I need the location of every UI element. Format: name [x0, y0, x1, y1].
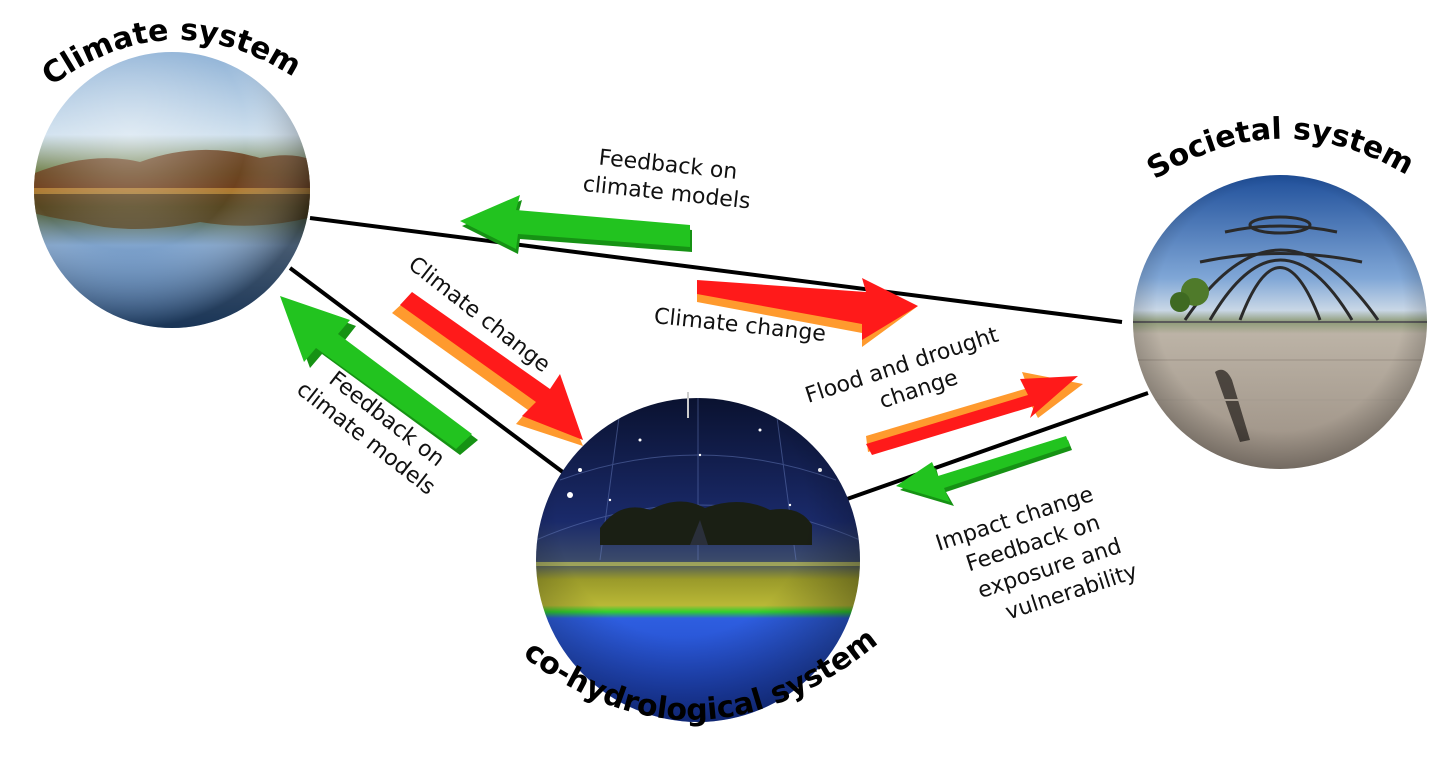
link-climate-societal	[309, 216, 1123, 324]
climate-change-arrow-left	[392, 292, 583, 446]
feedback-arrow-left	[280, 296, 478, 455]
link-eco-societal	[829, 391, 1149, 507]
flood-drought-arrow	[866, 372, 1083, 455]
impact-feedback-arrow	[896, 436, 1072, 506]
eco-hydrological-sphere	[536, 392, 860, 722]
feedback-arrow-top	[460, 195, 692, 254]
climate-system-sphere	[34, 52, 310, 328]
impact-feedback-label: Impact change Feedback on exposure and v…	[933, 477, 1141, 640]
climate-change-arrow-top	[697, 278, 918, 347]
feedback-top-label: Feedback on climate models	[582, 144, 755, 214]
societal-system-sphere	[1133, 175, 1427, 469]
link-climate-eco	[288, 266, 570, 478]
link-lines	[288, 216, 1149, 507]
